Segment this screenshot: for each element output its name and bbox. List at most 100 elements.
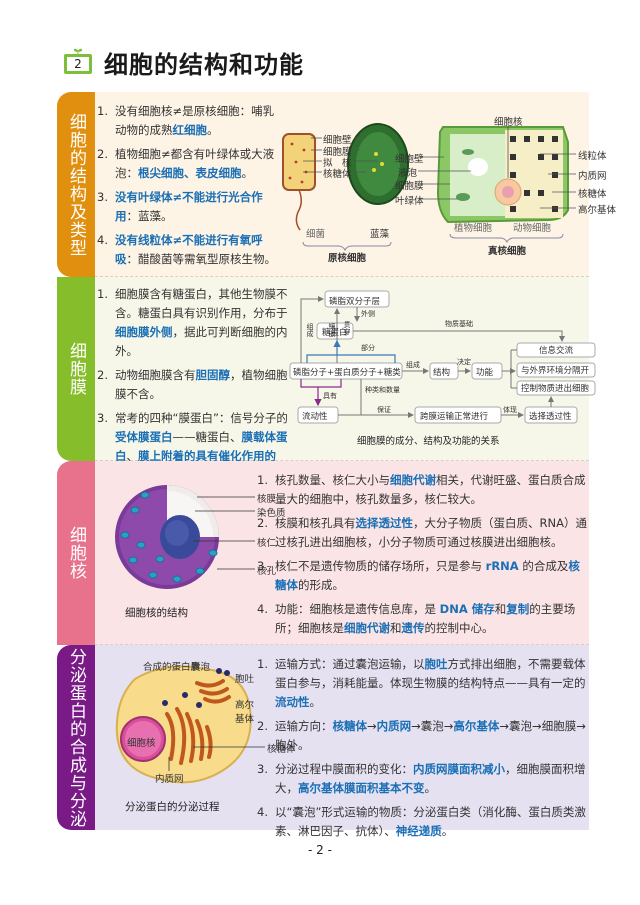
item-number: 4. [97, 233, 108, 247]
section-tab: 分泌蛋白的合成与分泌 [57, 645, 95, 830]
highlight-text: 红细胞 [172, 123, 208, 137]
item-text: ——糖蛋白、 [172, 430, 242, 444]
caption-eukaryote: 真核细胞 [488, 246, 527, 257]
secretion-figure: 合成的蛋白质 囊泡 胞吐 高尔基体 细胞核 核糖体 内质网 分泌蛋白的分泌过程 [105, 659, 296, 824]
highlight-text: 没有线粒体≠不能进行有氧呼吸 [115, 233, 263, 266]
node-glycoprotein: 糖蛋白 [322, 328, 348, 338]
item-number: 2. [257, 719, 268, 733]
item-text: 的主要场所；细胞核是 [275, 602, 576, 635]
page-title: 细胞的结构和功能 [104, 50, 304, 79]
label-animal-cell: 动物细胞 [513, 223, 552, 234]
points-list: 1.运输方式：通过囊泡运输，以胞吐方式排出细胞，不需要载体蛋白参与，消耗能量。体… [257, 655, 587, 846]
label-golgi: 高尔基体 [578, 205, 617, 216]
item-number: 1. [257, 657, 268, 671]
node-structure: 结构 [433, 368, 451, 378]
list-item: 3.分泌过程中膜面积的变化：内质网膜面积减小，细胞膜面积增大，高尔基体膜面积基本… [257, 760, 587, 798]
page-header: 2 细胞的结构和功能 [64, 42, 304, 82]
highlight-text: 胆固醇 [195, 368, 231, 382]
label-euk-cell-membrane: 细胞膜 [395, 181, 424, 192]
item-number: 3. [97, 411, 108, 425]
list-item: 3.核仁不是遗传物质的储存场所，只是参与 rRNA 的合成及核糖体的形成。 [257, 557, 587, 595]
section-body: 合成的蛋白质 囊泡 胞吐 高尔基体 细胞核 核糖体 内质网 分泌蛋白的分泌过程 … [95, 645, 589, 838]
label-nucleus: 细胞核 [494, 117, 523, 128]
edge-penetrate: 贯穿 [343, 321, 351, 335]
section-nucleus: 细胞核 [57, 461, 589, 645]
points-list: 1.细胞膜含有糖蛋白，其他生物膜不含。糖蛋白具有识别作用，分布于细胞膜外侧，据此… [95, 285, 290, 490]
figure-caption: 分泌蛋白的分泌过程 [125, 801, 220, 813]
item-text: 。 [309, 695, 322, 709]
highlight-text: 胞吐 [424, 657, 448, 671]
label-exocytosis: 胞吐 [235, 674, 255, 685]
section-tab: 细胞膜 [57, 277, 95, 461]
list-item: 2.核膜和核孔具有选择透过性，大分子物质（蛋白质、RNA）通过核孔进出细胞核，小… [257, 514, 587, 552]
highlight-text: 选择透过性 [355, 516, 414, 530]
highlight-text: 受体膜蛋白 [115, 430, 173, 444]
label-nucleus: 细胞核 [127, 738, 156, 749]
section-body: 1.细胞膜含有糖蛋白，其他生物膜不含。糖蛋白具有识别作用，分布于细胞膜外侧，据此… [95, 277, 596, 482]
list-item: 4. 没有线粒体≠不能进行有氧呼吸：醋酸菌等需氧型原核生物。 [97, 231, 285, 269]
label-golgi: 高尔基体 [235, 700, 255, 725]
edge-compose-left: 组成 [306, 323, 314, 337]
label-ribosome: 核糖体 [323, 169, 352, 180]
highlight-text: 膜载体蛋白 [115, 430, 288, 463]
label-mitochondria: 线粒体 [578, 151, 607, 162]
item-number: 2. [97, 368, 108, 382]
list-item: 4.以“囊泡”形式运输的物质：分泌蛋白类（消化酶、蛋白质类激素、淋巴因子、抗体）… [257, 803, 587, 841]
label-chromatin: 染色质 [257, 508, 286, 519]
item-text: 细胞膜含有糖蛋白，其他生物膜不含。糖蛋白具有识别作用，分布于 [115, 287, 288, 320]
item-text: 功能：细胞核是遗传信息库，是 [275, 602, 440, 616]
node-phospholipid-bilayer: 磷脂双分子层 [329, 297, 381, 307]
edge-determine: 决定 [457, 358, 471, 366]
item-text: 分泌过程中膜面积的变化： [275, 762, 413, 776]
item-text: 以“囊泡”形式运输的物质：分泌蛋白类（消化酶、蛋白质类激素、淋巴因子、抗体）、 [275, 805, 586, 838]
highlight-text: rRNA [485, 559, 519, 573]
item-text: ，植物细胞膜不含。 [115, 368, 288, 401]
highlight-text: 高尔基体 [453, 719, 500, 733]
edge-material-basis: 物质基础 [445, 320, 473, 328]
node-transport: 跨膜运输正常进行 [420, 412, 489, 422]
list-item: 2.植物细胞≠都含有叶绿体或大液泡：根尖细胞、表皮细胞。 [97, 145, 285, 183]
highlight-text: 核糖体 [275, 559, 580, 592]
item-text: 植物细胞≠都含有叶绿体或大液泡： [115, 147, 275, 180]
item-text: 方式排出细胞，不需要载体蛋白参与，消耗能量。体现生物膜的结构特点——具有一定的 [275, 657, 586, 690]
item-text: ：醋酸菌等需氧型原核生物。 [126, 252, 277, 266]
node-function: 功能 [476, 368, 494, 378]
node-control: 控制物质进出细胞 [521, 384, 590, 394]
highlight-text: 细胞代谢 [390, 473, 436, 487]
item-text: 核仁不是遗传物质的储存场所，只是参与 [275, 559, 486, 573]
section-tab: 细胞的结构及类型 [57, 92, 95, 277]
item-number: 3. [97, 190, 108, 204]
label-blue-algae: 蓝藻 [370, 229, 390, 240]
section-secretory-protein: 分泌蛋白的合成与分泌 合成的蛋白质 囊泡 胞吐 高尔基 [57, 645, 589, 838]
edge-have: 具有 [323, 392, 337, 400]
list-item: 1.运输方式：通过囊泡运输，以胞吐方式排出细胞，不需要载体蛋白参与，消耗能量。体… [257, 655, 587, 712]
book-sprout-icon: 2 [64, 48, 92, 76]
label-chloroplast: 叶绿体 [395, 196, 424, 207]
highlight-text: 神经递质 [395, 824, 442, 838]
item-text: 的合成及 [518, 559, 569, 573]
caption-prokaryote: 原核细胞 [328, 253, 367, 264]
points-list: 1.没有细胞核≠是原核细胞：哺乳动物的成熟红细胞。2.植物细胞≠都含有叶绿体或大… [95, 102, 285, 274]
item-text: 的控制中心。 [424, 621, 494, 635]
label-nucleolus: 核仁 [257, 538, 277, 549]
section-body: 核膜 染色质 核仁 核孔 细胞核的结构 1.核孔数量、核仁大小与细胞代谢相关，代… [95, 461, 589, 645]
highlight-text: 高尔基体膜面积基本不变 [298, 781, 425, 795]
highlight-text: 流动性 [275, 695, 310, 709]
item-text: 和 [494, 602, 507, 616]
list-item: 4.功能：细胞核是遗传信息库，是 DNA 储存和复制的主要场所；细胞核是细胞代谢… [257, 600, 587, 638]
node-components: 磷脂分子+蛋白质分子+糖类 [293, 368, 401, 378]
edge-embed: 镶嵌 [328, 323, 336, 337]
label-er: 内质网 [578, 171, 607, 182]
item-text: 动物细胞膜含有 [115, 368, 196, 382]
item-text: →囊泡→ [411, 719, 454, 733]
highlight-text: 内质网膜面积减小 [413, 762, 505, 776]
label-cell-membrane: 细胞膜 [323, 147, 352, 158]
label-vesicle: 囊泡 [191, 662, 211, 673]
item-number: 1. [97, 287, 108, 301]
item-text: 。 [441, 824, 454, 838]
item-number: 3. [257, 762, 268, 776]
edge-part: 部分 [361, 344, 375, 352]
item-number: 1. [97, 104, 108, 118]
item-text: 核膜和核孔具有 [275, 516, 356, 530]
label-cell-wall: 细胞壁 [323, 135, 352, 146]
